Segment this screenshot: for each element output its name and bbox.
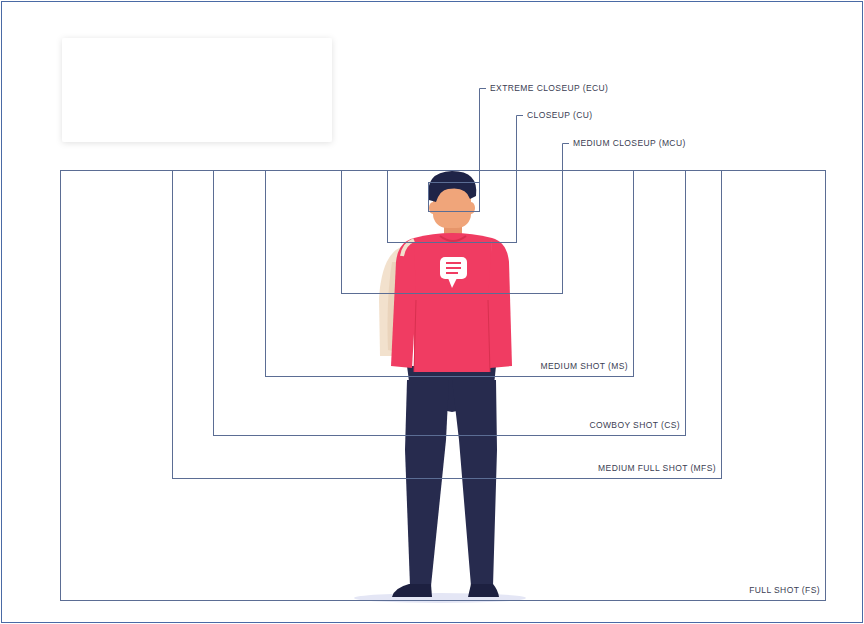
shot-label: CLOSEUP (CU) — [527, 110, 593, 120]
shot-frame: FULL SHOT (FS) MEDIUM FULL SHOT (MFS) COWB… — [60, 170, 826, 601]
shot-frame: MEDIUM FULL SHOT (MFS) COWBOY SHOT (CS) ME… — [172, 170, 722, 479]
pants — [405, 366, 497, 586]
sweater — [391, 233, 512, 372]
floor-shadow — [354, 593, 526, 603]
shot-label: MEDIUM FULL SHOT (MFS) — [598, 463, 716, 473]
chat-logo — [440, 257, 467, 288]
shot-frame: MEDIUM CLOSEUP (MCU)CLOSEUP (CU)EXTREME … — [341, 170, 563, 294]
shot-frame: CLOSEUP (CU)EXTREME CLOSEUP (ECU) — [387, 170, 517, 243]
blank-panel — [62, 38, 332, 142]
leader-lines — [480, 89, 570, 183]
shot-label: FULL SHOT (FS) — [749, 585, 820, 595]
shoes — [392, 584, 499, 597]
shot-label: MEDIUM SHOT (MS) — [541, 361, 628, 371]
shot-frame: EXTREME CLOSEUP (ECU) — [428, 182, 480, 212]
shot-frame: MEDIUM SHOT (MS) MEDIUM CLOSEUP (MCU)CLOS… — [265, 170, 634, 377]
hair — [428, 171, 476, 202]
shot-label: MEDIUM CLOSEUP (MCU) — [573, 138, 686, 148]
shot-label: EXTREME CLOSEUP (ECU) — [490, 83, 608, 93]
shot-frame: COWBOY SHOT (CS) MEDIUM SHOT (MS) MEDIUM C… — [213, 170, 686, 436]
collar — [440, 236, 466, 241]
shot-label: COWBOY SHOT (CS) — [589, 420, 680, 430]
sleeve-edge — [414, 300, 490, 372]
